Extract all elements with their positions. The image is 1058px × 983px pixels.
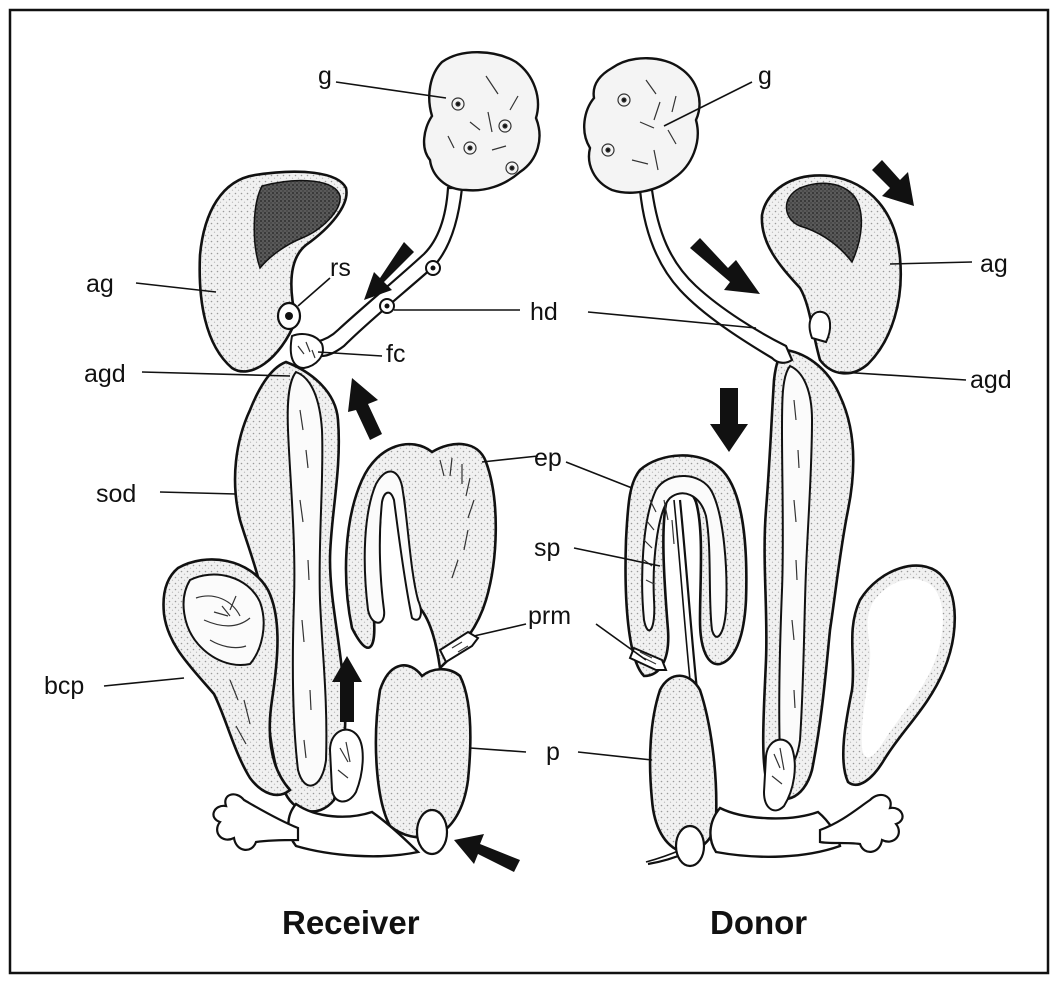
title-donor: Donor	[710, 904, 807, 941]
label-ep: ep	[534, 444, 562, 472]
label-bcp: bcp	[44, 672, 84, 700]
receiver-gonad	[424, 52, 539, 190]
label-prm: prm	[528, 602, 571, 630]
donor-genital-pore	[676, 826, 704, 866]
receiver-penis	[376, 665, 470, 837]
label-ag-donor: ag	[980, 250, 1008, 278]
label-fc: fc	[386, 340, 405, 368]
label-agd-donor: agd	[970, 366, 1012, 394]
label-g-receiver: g	[318, 62, 332, 90]
title-receiver: Receiver	[282, 904, 420, 941]
label-sod: sod	[96, 480, 136, 508]
label-p: p	[546, 738, 560, 766]
receiver-genital-pore	[417, 810, 447, 854]
label-ag-receiver: ag	[86, 270, 114, 298]
receiver-spermoviduct-lumen	[288, 372, 327, 786]
label-hd: hd	[530, 298, 558, 326]
label-sp: sp	[534, 534, 560, 562]
donor-duct-stub	[810, 312, 830, 342]
label-agd-receiver: agd	[84, 360, 126, 388]
label-rs: rs	[330, 254, 351, 282]
label-g-donor: g	[758, 62, 772, 90]
donor-gonad	[584, 58, 699, 192]
